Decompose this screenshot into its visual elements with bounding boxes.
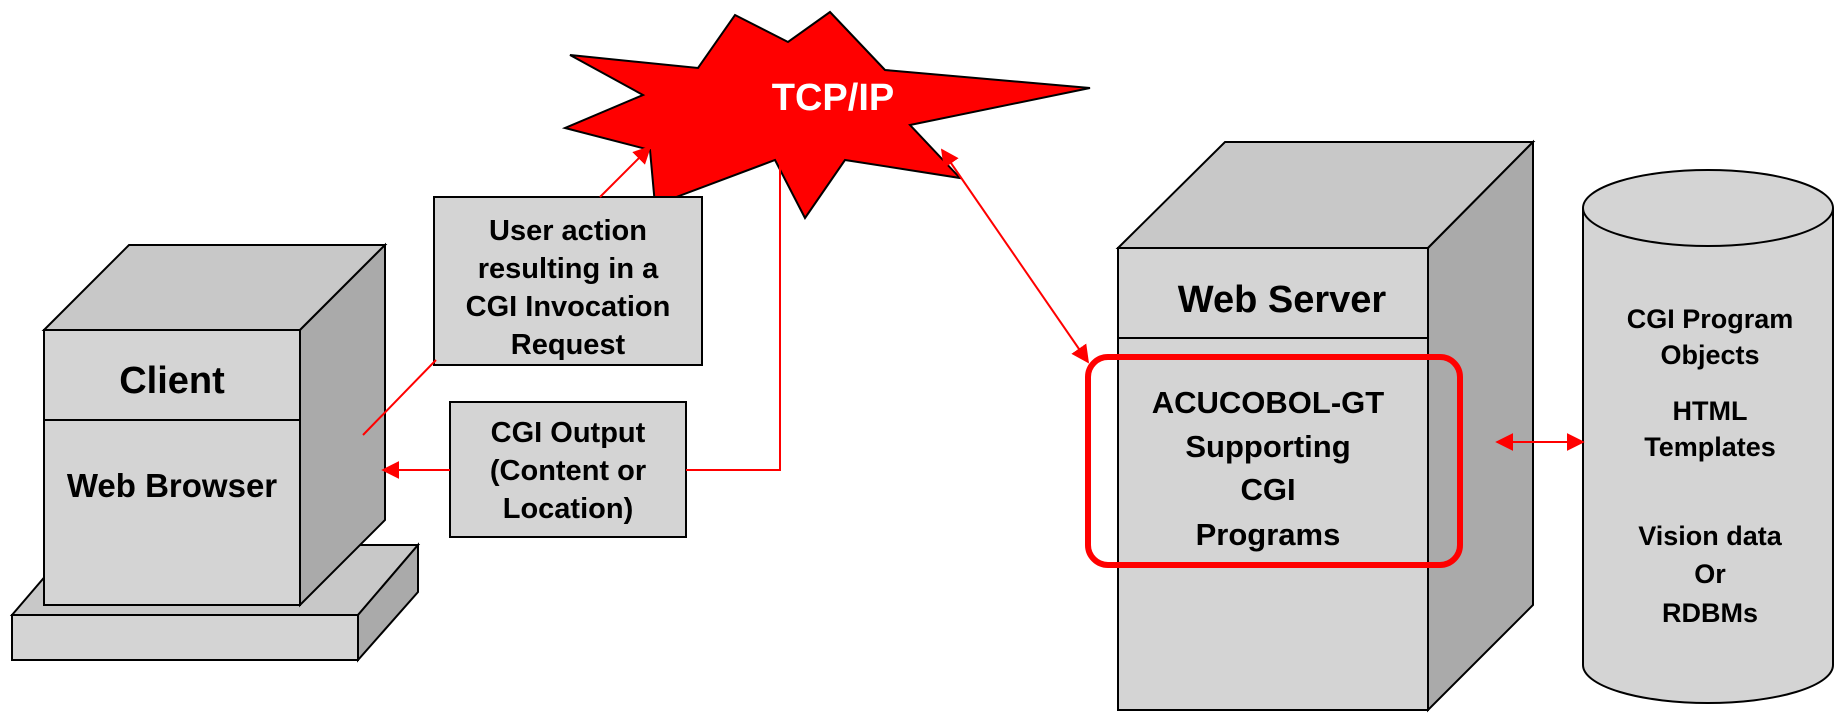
storage-line-2: Objects xyxy=(1660,340,1759,370)
cylinder-top xyxy=(1582,169,1834,247)
client-title: Client xyxy=(119,360,225,402)
request-note-line-1: User action xyxy=(489,215,647,247)
server-link-arrow xyxy=(940,148,1090,364)
storage-line-5: Vision data xyxy=(1638,521,1783,551)
request-arrow xyxy=(599,145,652,198)
server-highlight-box xyxy=(1085,354,1463,568)
server-title: Web Server xyxy=(1178,279,1387,321)
client-subtitle: Web Browser xyxy=(67,467,277,504)
request-note-box xyxy=(433,196,703,366)
output-note-line-1: CGI Output xyxy=(491,417,646,449)
client-monitor-front xyxy=(43,329,301,606)
server-component-line-4: Programs xyxy=(1196,517,1341,552)
connectors xyxy=(362,145,1585,479)
request-note-line-3: CGI Invocation xyxy=(466,291,671,323)
request-note-line-4: Request xyxy=(511,329,626,361)
request-note-line-2: resulting in a xyxy=(478,253,659,285)
burst-label: TCP/IP xyxy=(772,77,894,119)
client-computer: Client Web Browser xyxy=(9,242,421,663)
tcpip-burst: TCP/IP xyxy=(561,10,1091,220)
storage-line-7: RDBMs xyxy=(1662,598,1758,628)
client-base-front xyxy=(11,614,359,661)
output-note-line-2: (Content or xyxy=(490,455,646,487)
cylinder-body xyxy=(1582,208,1834,704)
server-front xyxy=(1117,247,1429,711)
web-server: Web Server ACUCOBOL-GT Supporting CGI Pr… xyxy=(1085,139,1536,713)
server-component-line-3: CGI xyxy=(1240,472,1295,507)
storage-line-4: Templates xyxy=(1644,432,1776,462)
output-connector xyxy=(686,155,781,471)
request-connector-lower xyxy=(362,359,437,436)
storage-line-6: Or xyxy=(1694,559,1726,589)
storage-line-1: CGI Program xyxy=(1627,304,1794,334)
storage-cylinder: CGI Program Objects HTML Templates Visio… xyxy=(1582,169,1834,704)
server-component-line-2: Supporting xyxy=(1185,429,1350,464)
output-note: CGI Output (Content or Location) xyxy=(449,401,687,538)
output-note-line-3: Location) xyxy=(503,493,634,525)
server-component-line-1: ACUCOBOL-GT xyxy=(1152,385,1385,420)
request-note: User action resulting in a CGI Invocatio… xyxy=(433,196,703,366)
storage-line-3: HTML xyxy=(1673,396,1748,426)
